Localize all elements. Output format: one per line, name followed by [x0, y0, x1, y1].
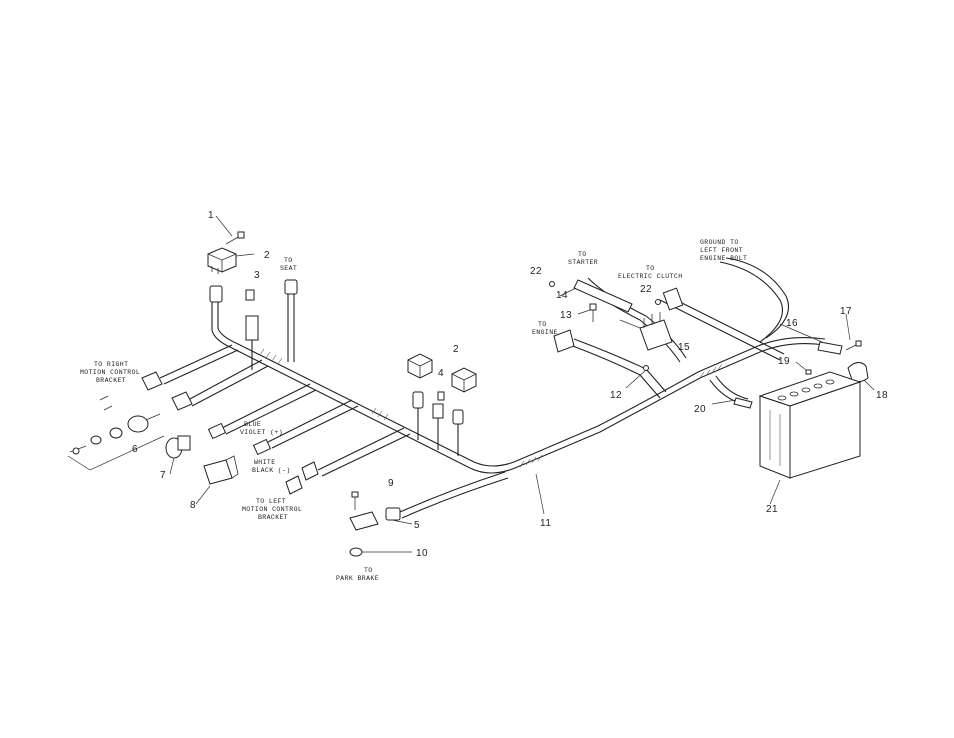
callout-20: 20: [694, 404, 706, 415]
part-7-light: [165, 435, 191, 459]
wire-color-black: BLACK (-): [252, 467, 291, 474]
part-9-screw: [351, 491, 359, 510]
callout-numbers: 1 2 3 2 4 6 7 8 9 5 10 11 12 13 14 15 16…: [132, 210, 888, 559]
callout-10: 10: [416, 548, 428, 559]
callout-4: 4: [438, 368, 444, 379]
destination-labels: TO SEAT TO RIGHT MOTION CONTROL BRACKET …: [80, 239, 747, 582]
left-motion-label: TO LEFT: [256, 498, 286, 505]
callout-1: 1: [208, 210, 214, 221]
part-5-switch: [349, 507, 401, 531]
callout-2: 2: [264, 250, 270, 261]
ground-label: ENGINE BOLT: [700, 255, 747, 262]
part-3-connector: [245, 289, 259, 341]
wire-color-violet: VIOLET (+): [240, 429, 283, 436]
callout-12: 12: [610, 390, 622, 401]
clutch-label: TO: [646, 265, 655, 272]
leader-11: [535, 473, 545, 515]
callout-22: 22: [640, 284, 652, 295]
wire-color-white: WHITE: [254, 459, 276, 466]
part-14-starter-cable: [573, 279, 633, 313]
callout-2: 2: [453, 344, 459, 355]
wire-color-blue: BLUE: [244, 421, 261, 428]
callout-5: 5: [414, 520, 420, 531]
seat-label: SEAT: [280, 265, 297, 272]
part-10-bracket: [349, 547, 412, 557]
part-2-relay-top: [207, 247, 237, 274]
callout-6: 6: [132, 444, 138, 455]
right-motion-label: MOTION CONTROL: [80, 369, 140, 376]
left-motion-label: MOTION CONTROL: [242, 506, 302, 513]
right-motion-label: BRACKET: [96, 377, 126, 384]
callout-21: 21: [766, 504, 778, 515]
part-13-screw: [589, 303, 597, 322]
left-motion-label: BRACKET: [258, 514, 288, 521]
callout-16: 16: [786, 318, 798, 329]
clutch-connector: [662, 287, 684, 311]
part-2-relays-mid: [407, 353, 477, 393]
seat-label: TO: [284, 257, 293, 264]
part-6-key-switch: [67, 395, 165, 471]
part-19-screw: [805, 369, 812, 375]
callout-leaders: [169, 215, 875, 525]
callout-19: 19: [778, 356, 790, 367]
part-22-nut-b: [655, 299, 661, 305]
starter-label: STARTER: [568, 259, 598, 266]
right-motion-connector: [141, 371, 193, 411]
seat-connector: [209, 279, 298, 303]
part-22-nut-a: [549, 281, 555, 287]
callout-22: 22: [530, 266, 542, 277]
callout-3: 3: [254, 270, 260, 281]
engine-connector: [553, 329, 575, 353]
part-20-cable-end: [733, 397, 753, 409]
callout-8: 8: [190, 500, 196, 511]
callout-18: 18: [876, 390, 888, 401]
callout-7: 7: [160, 470, 166, 481]
callout-13: 13: [560, 310, 572, 321]
part-8-hour-meter: [203, 455, 239, 485]
part-1-screw: [225, 231, 245, 245]
callout-15: 15: [678, 342, 690, 353]
starter-label: TO: [578, 251, 587, 258]
park-brake-label: PARK BRAKE: [336, 575, 379, 582]
callout-17: 17: [840, 306, 852, 317]
park-brake-label: TO: [364, 567, 373, 574]
clutch-label: ELECTRIC CLUTCH: [618, 273, 683, 280]
part-21-battery: [758, 371, 862, 479]
part-12-lead: [625, 365, 649, 389]
engine-label: TO: [538, 321, 547, 328]
part-16-cable-end: [817, 341, 843, 355]
ground-label: LEFT FRONT: [700, 247, 743, 254]
callout-11: 11: [540, 518, 551, 529]
ground-label: GROUND TO: [700, 239, 739, 246]
left-motion-connector: [285, 461, 319, 495]
callout-14: 14: [556, 290, 568, 301]
harness-connector-mid: [207, 422, 272, 456]
part-15-solenoid: [619, 312, 673, 351]
engine-label: ENGINE: [532, 329, 558, 336]
callout-9: 9: [388, 478, 394, 489]
main-harness: [159, 257, 826, 519]
right-motion-label: TO RIGHT: [94, 361, 128, 368]
part-4-connectors: [412, 391, 464, 425]
part-17-bolt: [845, 340, 862, 351]
